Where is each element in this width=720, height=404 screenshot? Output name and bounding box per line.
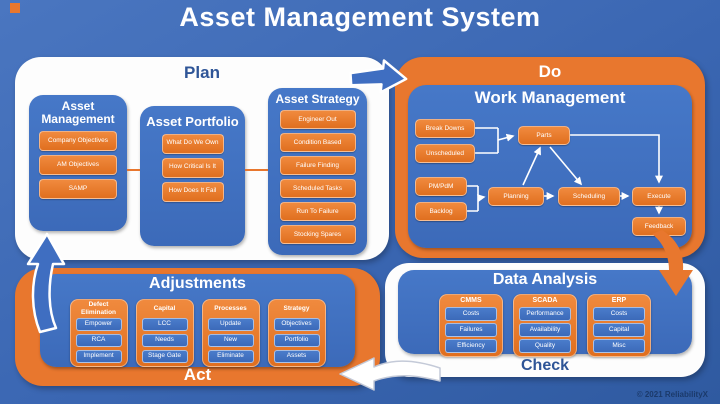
plan-chip: Stocking Spares <box>279 225 356 245</box>
act-pill: Objectives <box>273 317 320 331</box>
act-pill: Empower <box>75 317 122 331</box>
plan-chip: Engineer Out <box>279 110 356 130</box>
node-unscheduled: Unscheduled <box>415 144 475 163</box>
check-pill: Performance <box>519 307 571 321</box>
column-title: Capital <box>153 304 176 312</box>
plan-chip: AM Objectives <box>39 154 117 175</box>
column-title: Defect Elimination <box>80 301 117 316</box>
node-pm-pdm: PM/PdM <box>415 177 467 196</box>
plan-chip: What Do We Own <box>161 133 224 154</box>
check-quadrant: Data Analysis CMMS Costs Failures Effici… <box>385 263 705 377</box>
column-title: ERP <box>611 297 627 304</box>
do-quadrant: Do Work Management <box>395 57 705 258</box>
group-asset-portfolio: Asset Portfolio What Do We Own How Criti… <box>140 106 245 246</box>
act-pill: Portfolio <box>273 333 320 347</box>
node-feedback: Feedback <box>632 217 686 236</box>
work-management-panel: Work Management <box>408 85 692 248</box>
check-pill: Efficiency <box>445 339 497 353</box>
node-backlog: Backlog <box>415 202 467 221</box>
plan-chip: How Critical Is It <box>161 157 224 178</box>
column-erp: ERP Costs Capital Misc <box>587 294 651 357</box>
act-label: Act <box>183 365 212 384</box>
adjustments-title: Adjustments <box>149 275 246 292</box>
adjustments-panel: Adjustments Defect Elimination Empower R… <box>40 274 355 367</box>
column-scada: SCADA Performance Availability Quality <box>513 294 577 357</box>
data-analysis-panel: Data Analysis CMMS Costs Failures Effici… <box>398 270 692 357</box>
check-pill: Capital <box>593 323 645 337</box>
plan-chip: Failure Finding <box>279 156 356 176</box>
plan-chip: SAMP <box>39 178 117 199</box>
column-processes: Processes Update New Eliminate <box>201 299 260 367</box>
work-management-title: Work Management <box>474 88 626 107</box>
column-cmms: CMMS Costs Failures Efficiency <box>439 294 503 357</box>
act-pill: Update <box>207 317 254 331</box>
act-pill: Implement <box>75 349 122 363</box>
plan-label: Plan <box>184 63 220 82</box>
adjustments-columns: Defect Elimination Empower RCA Implement… <box>40 299 355 367</box>
act-pill: New <box>207 333 254 347</box>
group-asset-strategy: Asset Strategy Engineer Out Condition Ba… <box>268 88 367 255</box>
check-pill: Failures <box>445 323 497 337</box>
act-pill: LCC <box>141 317 188 331</box>
column-title: Strategy <box>283 304 310 312</box>
column-title: CMMS <box>460 297 482 304</box>
work-management-flow-lines <box>467 127 663 215</box>
plan-chip: Condition Based <box>279 133 356 153</box>
do-label: Do <box>538 62 562 81</box>
column-defect-elimination: Defect Elimination Empower RCA Implement <box>69 299 128 367</box>
column-capital: Capital LCC Needs Stage Gate <box>135 299 194 367</box>
plan-chip: How Does It Fail <box>161 181 224 202</box>
check-pill: Costs <box>445 307 497 321</box>
node-scheduling: Scheduling <box>558 187 620 206</box>
node-break-downs: Break Downs <box>415 119 475 138</box>
group-asset-management: Asset Management Company Objectives AM O… <box>29 95 127 231</box>
plan-chip: Scheduled Tasks <box>279 179 356 199</box>
node-planning: Planning <box>488 187 544 206</box>
copyright-text: © 2021 ReliabilityX <box>636 390 708 399</box>
data-analysis-columns: CMMS Costs Failures Efficiency SCADA Per… <box>398 294 692 357</box>
act-pill: Eliminate <box>207 349 254 363</box>
act-pill: Stage Gate <box>141 349 188 363</box>
check-pill: Costs <box>593 307 645 321</box>
data-analysis-title: Data Analysis <box>492 271 598 288</box>
group-title: Asset Strategy <box>275 92 360 106</box>
plan-chip: Run To Failure <box>279 202 356 222</box>
plan-chip: Company Objectives <box>39 130 117 151</box>
column-title: SCADA <box>532 297 558 304</box>
check-label: Check <box>520 357 570 374</box>
check-pill: Quality <box>519 339 571 353</box>
plan-quadrant: Plan Asset Management Company Objectives… <box>15 57 389 260</box>
check-pill: Misc <box>593 339 645 353</box>
node-execute: Execute <box>632 187 686 206</box>
group-title: Asset Management <box>41 99 115 127</box>
act-quadrant: Adjustments Defect Elimination Empower R… <box>15 268 380 386</box>
act-pill: RCA <box>75 333 122 347</box>
node-parts: Parts <box>518 126 570 145</box>
page-title: Asset Management System <box>179 2 541 32</box>
column-strategy: Strategy Objectives Portfolio Assets <box>267 299 326 367</box>
check-pill: Availability <box>519 323 571 337</box>
column-title: Processes <box>214 304 247 312</box>
act-pill: Needs <box>141 333 188 347</box>
group-title: Asset Portfolio <box>146 114 239 129</box>
corner-accent-square <box>10 3 20 13</box>
act-pill: Assets <box>273 349 320 363</box>
